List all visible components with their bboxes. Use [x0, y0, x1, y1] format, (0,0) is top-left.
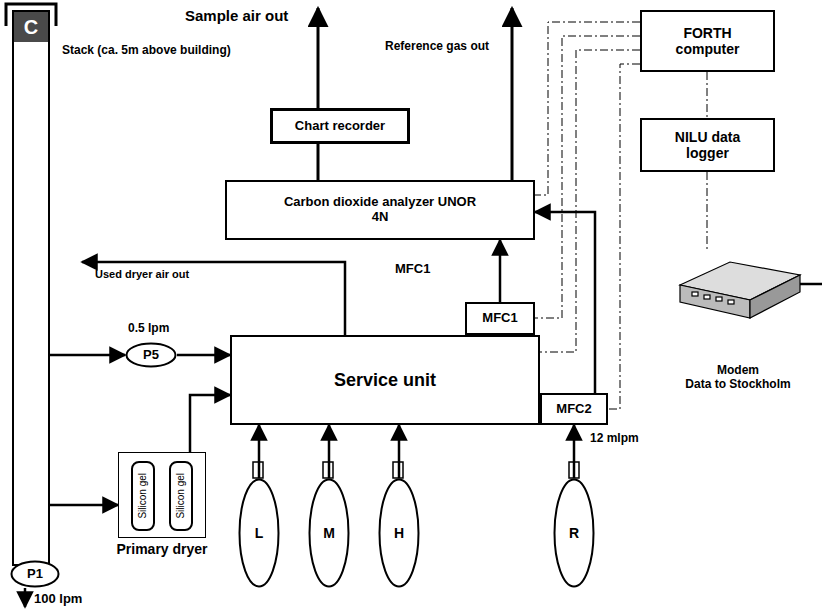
ellipse-shape [240, 480, 279, 587]
outlet-label: Sample air out [185, 8, 288, 25]
flow-label: 100 lpm [34, 592, 82, 606]
computer-box: FORTH computer [640, 10, 775, 72]
flow-connector [573, 425, 576, 478]
recorder-box: Chart recorder [270, 108, 410, 144]
mfc-box: MFC1 [465, 302, 535, 335]
flow-connector [499, 240, 502, 302]
ellipse-shape [555, 480, 594, 587]
flow-connector [398, 425, 401, 478]
pump-ellipse: P1 [10, 560, 60, 588]
node-text: P5 [143, 348, 159, 363]
signal-line [707, 72, 708, 118]
signal-line [608, 64, 640, 409]
modem-side [750, 275, 800, 318]
signal-line [540, 50, 640, 352]
silica-cylinder: Silicon gel [169, 461, 193, 531]
node-text: MFC1 [482, 311, 517, 326]
modem-light [716, 297, 722, 301]
node-text: Carbon dioxide analyzer UNOR 4N [275, 195, 485, 225]
flow-connector [328, 425, 331, 478]
modem-line-out [800, 283, 822, 286]
outlet-label: Reference gas out [385, 40, 489, 53]
part-label: MFC1 [395, 262, 430, 276]
node-text: C [14, 12, 48, 42]
gas-cylinder: L [238, 478, 280, 588]
modem-light [704, 295, 710, 299]
node-text: NILU data logger [663, 129, 753, 161]
flow-connector [50, 504, 118, 507]
outlet-label: Used dryer air out [95, 268, 189, 280]
flow-connector [535, 212, 595, 393]
node-text: Primary dryer [116, 541, 207, 557]
signal-line [707, 172, 708, 252]
node-text: Chart recorder [295, 119, 385, 134]
modem-node: ModemData to Stockholm [668, 252, 808, 392]
ellipse-shape [310, 480, 349, 587]
ellipse-shape [12, 562, 59, 587]
node-text: Silicon gel [137, 473, 149, 519]
sample-out-arrow [317, 8, 320, 180]
flow-connector [177, 354, 230, 357]
modem-light [728, 300, 734, 304]
reference-out-arrow [511, 8, 514, 180]
gas-cylinder: M [308, 478, 350, 588]
node-text: Service unit [334, 370, 436, 391]
pump-ellipse: P5 [125, 342, 177, 368]
service-box: Service unit [230, 335, 540, 425]
node-text: Data to Stockholm [685, 378, 790, 392]
silica-cylinder: Silicon gel [131, 461, 155, 531]
node-text: M [323, 525, 335, 541]
node-text: Silicon gel [175, 473, 187, 519]
node-text: FORTH computer [668, 25, 748, 57]
flow-connector [50, 354, 125, 357]
flow-label: 0.5 lpm [128, 322, 169, 335]
mfc-box: MFC2 [540, 393, 608, 425]
logger-box: NILU data logger [640, 118, 775, 172]
modem-front [680, 285, 750, 318]
node-text: H [394, 525, 404, 541]
stack-column: C [12, 10, 50, 566]
signal-line [535, 36, 640, 318]
modem-illustration [680, 262, 800, 318]
gas-cylinder: R [553, 478, 595, 588]
flow-label: 12 mlpm [590, 432, 639, 445]
flow-connector [190, 395, 230, 452]
ellipse-shape [380, 480, 419, 587]
node-text: R [569, 525, 579, 541]
modem-light [692, 292, 698, 296]
node-text: Modem [717, 364, 759, 378]
signal-line [535, 22, 640, 195]
used-air-arrow [82, 262, 345, 335]
node-text: L [255, 525, 264, 541]
flow-connector [258, 425, 261, 478]
node-text: MFC2 [556, 402, 591, 417]
exhaust-arrow [24, 588, 27, 607]
stack-label: Stack (ca. 5m above building) [62, 44, 231, 57]
node-text: P1 [27, 567, 43, 582]
analyzer-box: Carbon dioxide analyzer UNOR 4N [225, 180, 535, 240]
ellipse-shape [127, 344, 176, 367]
dryer-box: Primary dryerSilicon gelSilicon gel [118, 452, 206, 538]
gas-cylinder: H [378, 478, 420, 588]
